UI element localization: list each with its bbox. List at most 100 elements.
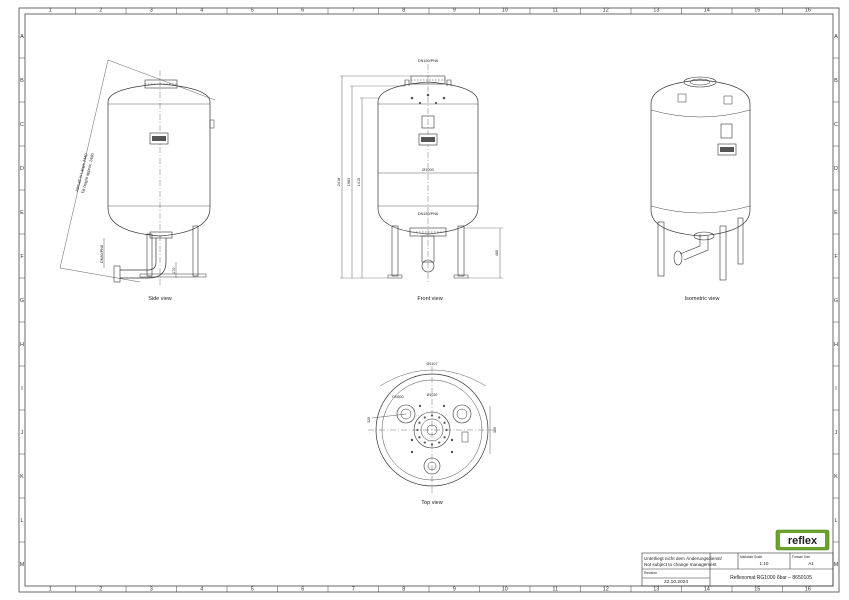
top-view-bolt (443, 421, 446, 424)
side-view-tilt-dimension-line-3 (59, 267, 141, 283)
grid-column-label: 16 (805, 587, 811, 593)
grid-row-label: L (20, 518, 23, 524)
grid-row-label: A (834, 34, 838, 40)
grid-row-label: C (20, 122, 24, 128)
top-view-bolt (418, 421, 421, 424)
grid-column-label: 6 (301, 587, 304, 593)
top-view-nozzle-right-inner (456, 408, 468, 420)
grid-row-label: M (20, 562, 25, 568)
front-view-fitting-4 (418, 101, 422, 105)
isometric-view-leg-1 (657, 221, 665, 277)
title-block-scale-value: 1:10 (760, 561, 769, 566)
front-view-lifting-lug-left (404, 79, 410, 86)
side-view-outlet-flange (113, 265, 121, 283)
grid-row-label: D (834, 166, 838, 172)
top-view-fitting (410, 450, 414, 454)
grid-column-label: 10 (502, 587, 508, 593)
front-view-leg-height-text: 460 (495, 250, 499, 256)
grid-column-label: 13 (653, 587, 659, 593)
side-view-vessel-outline (107, 83, 211, 237)
grid-column-label: 15 (754, 587, 760, 593)
front-view-outlet-flange (421, 259, 435, 273)
front-view-total-height-text: 2418 (337, 178, 341, 186)
grid-column-label: 8 (402, 8, 405, 14)
front-view-leg-left (391, 225, 399, 277)
grid-column-label: 12 (603, 8, 609, 14)
top-view-bolt (438, 441, 441, 444)
front-view-fitting-2 (426, 93, 430, 97)
isometric-view-caption: Isometric view (685, 296, 720, 302)
top-view-flange-diameter-text: Ø1020 (427, 393, 438, 397)
top-view-outer-diameter-arc (379, 369, 487, 387)
top-view-bolt (430, 443, 434, 446)
title-block-title: Reflexomat RG1000 6bar – 8650105 (730, 575, 812, 581)
grid-row-label: H (20, 342, 24, 348)
side-view-nameplate-logo (152, 136, 166, 141)
isometric-view-outlet-flange (673, 250, 683, 266)
title-block-revision-label: Revision (644, 571, 657, 575)
front-view-outlet-pipe (421, 235, 435, 263)
top-view-fitting (450, 450, 454, 454)
isometric-view-top-fitting-left (677, 93, 687, 103)
top-view-nozzle-left-inner (400, 408, 412, 420)
top-view-radius-dim-line (371, 413, 407, 419)
grid-reference-marks: 1122334455667788991010111112121313141415… (19, 8, 839, 593)
top-view-nozzle-size-text: DN300 (392, 395, 403, 399)
side-view (59, 59, 216, 286)
grid-column-label: 3 (150, 587, 153, 593)
grid-column-label: 13 (653, 8, 659, 14)
grid-column-label: 6 (301, 8, 304, 14)
title-block-scale-label: Maßstab/ Scale (740, 555, 762, 559)
isometric-view-top-flange-inner (689, 78, 711, 86)
side-view-outlet-pipe (120, 238, 167, 279)
grid-row-label: J (835, 430, 838, 436)
grid-row-label: B (20, 78, 24, 84)
grid-column-label: 16 (805, 8, 811, 14)
front-view-nameplate-logo (421, 137, 435, 142)
top-view-bolt (416, 428, 419, 432)
title-block-size-value: A1 (808, 561, 814, 566)
side-view-bottom-flange (149, 231, 173, 239)
grid-row-label: C (834, 122, 838, 128)
grid-row-label: I (835, 386, 837, 392)
grid-column-label: 3 (150, 8, 153, 14)
grid-column-label: 14 (704, 8, 710, 14)
reflex-logo-text: reflex (788, 535, 818, 547)
grid-row-label: K (834, 474, 838, 480)
grid-column-label: 8 (402, 587, 405, 593)
front-view-leg-right (457, 225, 465, 277)
top-view-bolt (418, 436, 421, 439)
grid-row-label: M (834, 562, 839, 568)
top-view-fitting (442, 404, 446, 408)
grid-row-label: J (21, 430, 24, 436)
grid-column-label: 5 (251, 8, 254, 14)
top-view-depth-text: 320 (493, 427, 497, 433)
title-block-size-label: Format/ Size (792, 555, 810, 559)
grid-column-label: 10 (502, 8, 508, 14)
side-view-foot-plate (139, 273, 207, 278)
front-view-bottom-connection-text: DN150/PN6 (418, 212, 438, 216)
front-view-fitting-1 (410, 96, 414, 100)
top-view-sight-window (461, 431, 469, 443)
grid-row-label: D (20, 166, 24, 172)
grid-column-label: 7 (352, 8, 355, 14)
side-view-height-dim-text: 170 (172, 268, 176, 274)
isometric-view (650, 76, 751, 281)
grid-column-label: 9 (453, 8, 456, 14)
isometric-view-outlet-pipe (679, 234, 709, 261)
top-view-fitting (410, 438, 414, 442)
side-view-side-fitting (209, 119, 215, 129)
grid-column-label: 1 (49, 8, 52, 14)
isometric-view-sight-window (720, 123, 733, 139)
reflex-logo-inner (780, 533, 825, 547)
isometric-view-vessel-outline (650, 79, 751, 237)
reflex-logo: reflex (775, 529, 830, 551)
side-view-leg-front (146, 233, 153, 277)
grid-row-label: F (20, 254, 24, 260)
grid-column-label: 4 (200, 587, 203, 593)
side-view-leg-back (192, 225, 199, 277)
grid-column-label: 2 (99, 587, 102, 593)
title-block-revision-date: 22.10.2024 (664, 579, 688, 585)
top-view-fitting (450, 438, 454, 442)
top-view-outer-diameter-text: Ø1107 (426, 362, 437, 366)
